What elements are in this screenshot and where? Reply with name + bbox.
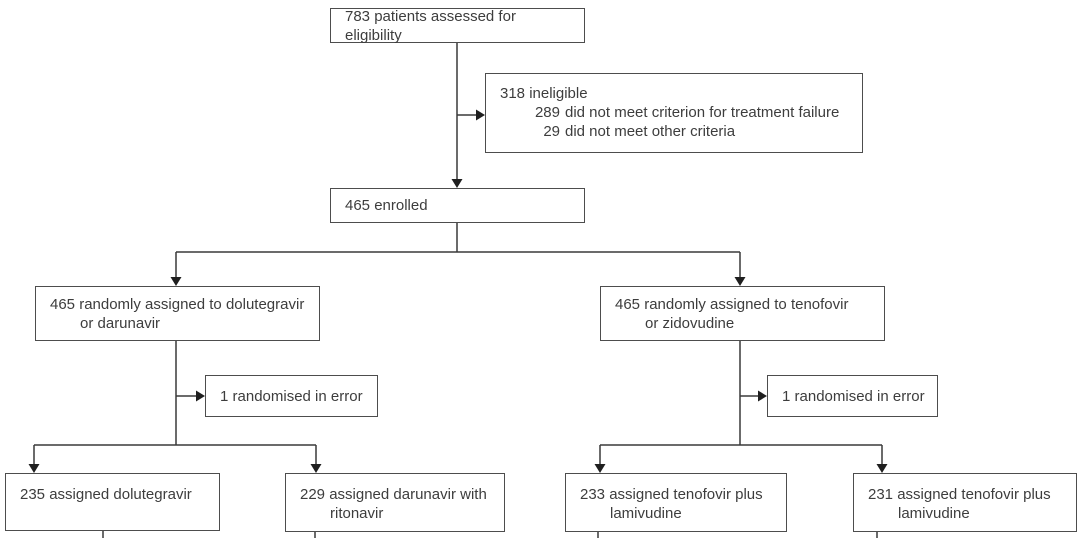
box-enrolled: 465 enrolled — [330, 188, 585, 223]
arrowhead-down-randomised-right — [734, 277, 746, 286]
connector-right-trunk — [739, 341, 758, 445]
box-arm-tenofovir-lamivudine-233: 233 assigned tenofovir plus lamivudine — [565, 473, 787, 532]
error-left-text: 1 randomised in error — [220, 387, 363, 405]
ineligible-reason: 29 did not meet other criteria — [530, 122, 852, 141]
ineligible-reason: 289 did not meet criterion for treatment … — [530, 103, 852, 122]
box-enrolled-text: 465 enrolled — [345, 197, 428, 214]
arm4-line2: lamivudine — [898, 505, 970, 522]
connector-bottom-stubs — [102, 531, 878, 538]
connector-left-trunk — [175, 341, 196, 445]
arm3-line1: 233 assigned tenofovir plus — [580, 486, 763, 503]
arm1-line1: 235 assigned dolutegravir — [20, 486, 192, 503]
connector-right-bottom-split — [599, 444, 883, 465]
arm4-line1: 231 assigned tenofovir plus — [868, 486, 1051, 503]
box-assessed-text: 783 patients assessed for eligibility — [345, 7, 516, 44]
randomised-right-line2: or zidovudine — [645, 315, 735, 332]
reason-count: 289 — [534, 104, 560, 121]
arm2-line2: ritonavir — [330, 505, 384, 522]
arrowhead-down-randomised-left — [170, 277, 182, 286]
box-arm-darunavir-ritonavir: 229 assigned darunavir with ritonavir — [285, 473, 505, 532]
box-randomised-tenofovir-zidovudine: 465 randomly assigned to tenofovir or zi… — [600, 286, 885, 341]
error-right-text: 1 randomised in error — [782, 387, 925, 405]
box-ineligible: 318 ineligible 289 did not meet criterion… — [485, 73, 863, 153]
arrowhead-down-arm1 — [28, 464, 40, 473]
randomised-left-line2: or darunavir — [80, 315, 161, 332]
connector-left-bottom-split — [33, 444, 317, 465]
randomised-left-line1: 465 randomly assigned to dolutegravir — [50, 296, 305, 313]
box-randomised-in-error-left: 1 randomised in error — [205, 375, 378, 417]
arrowhead-right-ineligible — [476, 109, 485, 121]
arrowhead-down-enrolled — [451, 179, 463, 188]
arrowhead-down-arm3 — [594, 464, 606, 473]
box-randomised-dolutegravir-darunavir: 465 randomly assigned to dolutegravir or… — [35, 286, 320, 341]
arm2-line1: 229 assigned darunavir with — [300, 486, 487, 503]
reason-label: did not meet criterion for treatment fai… — [565, 104, 840, 121]
box-randomised-in-error-right: 1 randomised in error — [767, 375, 938, 417]
arrowhead-right-error-left — [196, 390, 205, 402]
randomised-right-line1: 465 randomly assigned to tenofovir — [615, 296, 849, 313]
reason-count: 29 — [543, 123, 560, 140]
box-arm-tenofovir-lamivudine-231: 231 assigned tenofovir plus lamivudine — [853, 473, 1077, 532]
arrowhead-right-error-right — [758, 390, 767, 402]
arm3-line2: lamivudine — [610, 505, 682, 522]
box-assessed-eligibility: 783 patients assessed for eligibility — [330, 7, 585, 44]
arrowhead-down-arm2 — [310, 464, 322, 473]
box-arm-dolutegravir: 235 assigned dolutegravir — [5, 473, 220, 531]
ineligible-heading: 318 ineligible — [500, 85, 588, 102]
reason-label: did not meet other criteria — [565, 123, 736, 140]
arrowhead-down-arm4 — [876, 464, 888, 473]
connector-enrolled-split — [175, 223, 741, 278]
